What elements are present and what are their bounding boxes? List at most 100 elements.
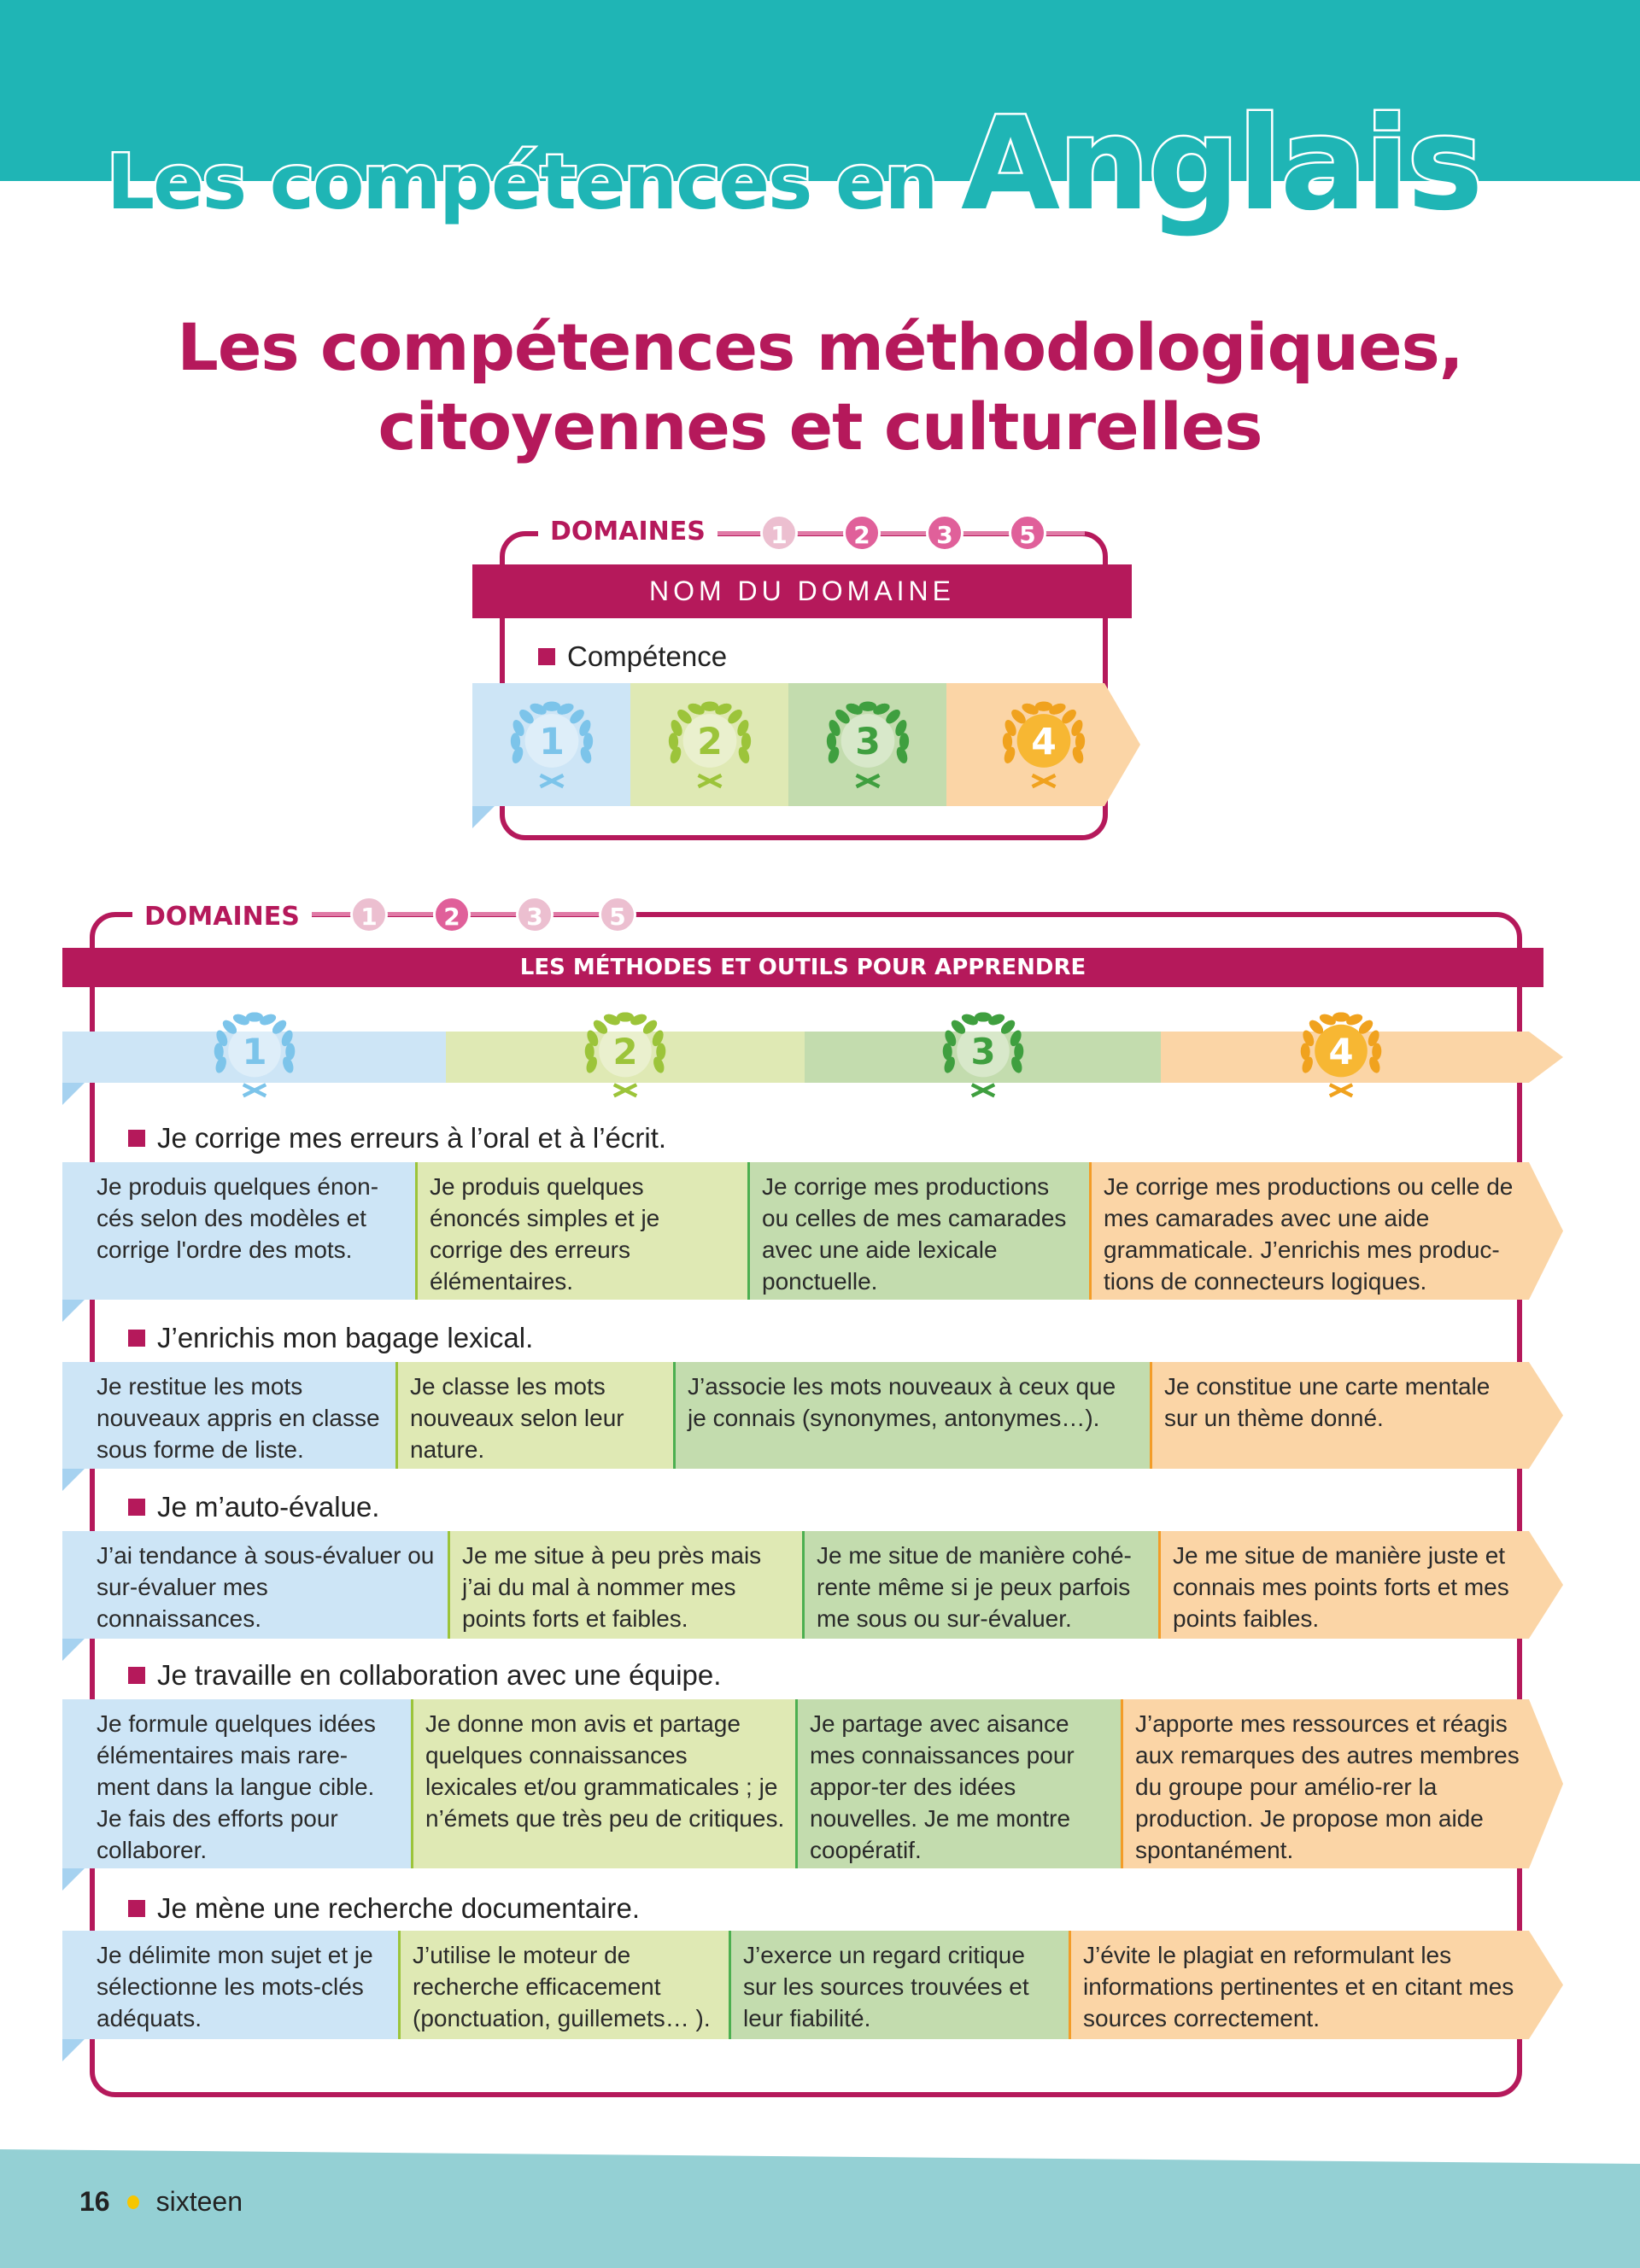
brand-title-part2: Anglais — [959, 91, 1486, 239]
competence-heading: Je corrige mes erreurs à l’oral et à l’é… — [128, 1122, 666, 1154]
level-segment-3 — [805, 1032, 1161, 1083]
laurel-medal-icon: 3 — [826, 701, 909, 789]
domain-circle-2: 2 — [843, 514, 881, 552]
level-segment-3: 3 — [788, 683, 946, 806]
medal-level-number: 4 — [1031, 721, 1057, 763]
row-fold — [62, 1469, 85, 1491]
competence-row: Je produis quelques énon-cés selon des m… — [62, 1162, 1563, 1300]
legend-domains-line — [709, 531, 1085, 535]
competence-row: Je formule quelques idées élémentaires m… — [62, 1699, 1563, 1868]
domain-circle-1: 1 — [760, 514, 798, 552]
competence-heading: Je m’auto-évalue. — [128, 1491, 379, 1523]
level-3-descriptor: Je me situe de manière cohé-rente même s… — [802, 1531, 1158, 1639]
level-segment-2: 2 — [630, 683, 788, 806]
competence-label: Je travaille en collaboration avec une é… — [157, 1659, 722, 1691]
medal-level-number: 1 — [242, 1031, 266, 1073]
competence-label: Je mène une recherche documentaire. — [157, 1892, 640, 1924]
laurel-medal-icon: 2 — [668, 701, 751, 789]
bullet-square-icon — [128, 1330, 145, 1347]
domain-circle-1: 1 — [350, 896, 388, 933]
level-3-descriptor: J’exerce un regard critique sur les sour… — [729, 1931, 1069, 2039]
competence-heading: J’enrichis mon bagage lexical. — [128, 1322, 533, 1354]
level-medal-2: 2 — [578, 1008, 672, 1106]
competence-row: Je délimite mon sujet et je sélectionne … — [62, 1931, 1563, 2039]
laurel-medal-icon: 4 — [1002, 701, 1085, 789]
legend-domains-label: DOMAINES — [538, 517, 718, 547]
level-medal-3: 3 — [936, 1008, 1030, 1106]
laurel-medal-icon: 1 — [214, 1012, 295, 1098]
brand-title: Les compétences en Anglais — [105, 99, 1486, 231]
page-word: sixteen — [155, 2186, 243, 2217]
medal-level-number: 3 — [970, 1031, 995, 1073]
footer-band — [0, 2149, 1640, 2268]
competence-label: Je m’auto-évalue. — [157, 1491, 380, 1523]
competence-label: J’enrichis mon bagage lexical. — [157, 1322, 534, 1353]
laurel-medal-icon: 4 — [1300, 1012, 1381, 1098]
strip-fold — [62, 1083, 85, 1105]
competence-heading: Je travaille en collaboration avec une é… — [128, 1659, 721, 1692]
level-1-descriptor: Je formule quelques idées élémentaires m… — [62, 1699, 411, 1868]
level-segment-1: 1 — [472, 683, 630, 806]
brand-title-part1: Les compétences en — [105, 137, 961, 229]
level-segment-2 — [446, 1032, 805, 1083]
level-2-descriptor: Je me situe à peu près mais j’ai du mal … — [448, 1531, 802, 1639]
level-1-descriptor: Je produis quelques énon-cés selon des m… — [62, 1162, 415, 1300]
domain-circle-3: 3 — [926, 514, 964, 552]
competence-row: J’ai tendance à sous-évaluer ou sur-éval… — [62, 1531, 1563, 1639]
row-fold — [62, 2039, 85, 2061]
level-2-descriptor: Je donne mon avis et partage quelques co… — [411, 1699, 795, 1868]
medal-level-number: 3 — [855, 721, 881, 763]
page-title-line1: Les compétences méthodologiques, — [177, 309, 1463, 385]
page-footer: 16 sixteen — [79, 2186, 243, 2218]
medal-level-number: 2 — [697, 721, 723, 763]
bullet-square-icon — [538, 648, 555, 665]
level-1-descriptor: J’ai tendance à sous-évaluer ou sur-éval… — [62, 1531, 448, 1639]
competence-label: Je corrige mes erreurs à l’oral et à l’é… — [157, 1122, 667, 1154]
bullet-square-icon — [128, 1130, 145, 1147]
level-3-descriptor: J’associe les mots nouveaux à ceux que j… — [673, 1362, 1150, 1469]
domain-name-bar: LES MÉTHODES ET OUTILS POUR APPRENDRE — [62, 948, 1543, 987]
laurel-medal-icon: 3 — [942, 1012, 1023, 1098]
page-title-line2: citoyennes et culturelles — [378, 389, 1262, 465]
main-domains-label: DOMAINES — [132, 902, 312, 932]
level-2-descriptor: Je produis quelques énoncés simples et j… — [415, 1162, 747, 1300]
medal-level-number: 2 — [612, 1031, 637, 1073]
header-band — [0, 0, 1640, 181]
bullet-square-icon — [128, 1667, 145, 1684]
page-number: 16 — [79, 2186, 110, 2217]
laurel-medal-icon: 1 — [510, 701, 593, 789]
level-3-descriptor: Je partage avec aisance mes connaissance… — [795, 1699, 1121, 1868]
level-medal-1: 1 — [208, 1008, 302, 1106]
row-fold — [62, 1639, 85, 1661]
domain-circle-5: 5 — [599, 896, 636, 933]
level-1-descriptor: Je restitue les mots nouveaux appris en … — [62, 1362, 395, 1469]
medal-level-number: 1 — [539, 721, 565, 763]
row-fold — [62, 1300, 85, 1322]
domain-circle-5: 5 — [1009, 514, 1046, 552]
laurel-medal-icon: 2 — [584, 1012, 666, 1098]
level-2-descriptor: Je classe les mots nouveaux selon leur n… — [395, 1362, 673, 1469]
legend-competence-label: Compétence — [567, 640, 728, 672]
bullet-square-icon — [128, 1499, 145, 1516]
level-1-descriptor: Je délimite mon sujet et je sélectionne … — [62, 1931, 398, 2039]
level-4-descriptor: J’évite le plagiat en reformulant les in… — [1069, 1931, 1563, 2039]
level-2-descriptor: J’utilise le moteur de recherche efficac… — [398, 1931, 729, 2039]
strip-fold — [472, 806, 495, 828]
level-segment-1 — [62, 1032, 446, 1083]
level-4-descriptor: Je me situe de manière juste et connais … — [1158, 1531, 1563, 1639]
medal-level-number: 4 — [1328, 1031, 1353, 1073]
main-frame — [90, 912, 1522, 2097]
competence-row: Je restitue les mots nouveaux appris en … — [62, 1362, 1563, 1469]
level-4-descriptor: J’apporte mes ressources et réagis aux r… — [1121, 1699, 1563, 1868]
level-segment-4: 4 — [946, 683, 1140, 806]
level-medal-4: 4 — [1294, 1008, 1388, 1106]
row-fold — [62, 1868, 85, 1891]
level-4-descriptor: Je constitue une carte mentale sur un th… — [1150, 1362, 1563, 1469]
domain-circle-2: 2 — [433, 896, 471, 933]
level-4-descriptor: Je corrige mes productions ou celle de m… — [1089, 1162, 1563, 1300]
competence-heading: Je mène une recherche documentaire. — [128, 1892, 640, 1925]
legend-domain-name-bar: NOM DU DOMAINE — [472, 564, 1132, 618]
bullet-dot-icon — [126, 2195, 139, 2209]
bullet-square-icon — [128, 1900, 145, 1917]
level-3-descriptor: Je corrige mes productions ou celles de … — [747, 1162, 1089, 1300]
